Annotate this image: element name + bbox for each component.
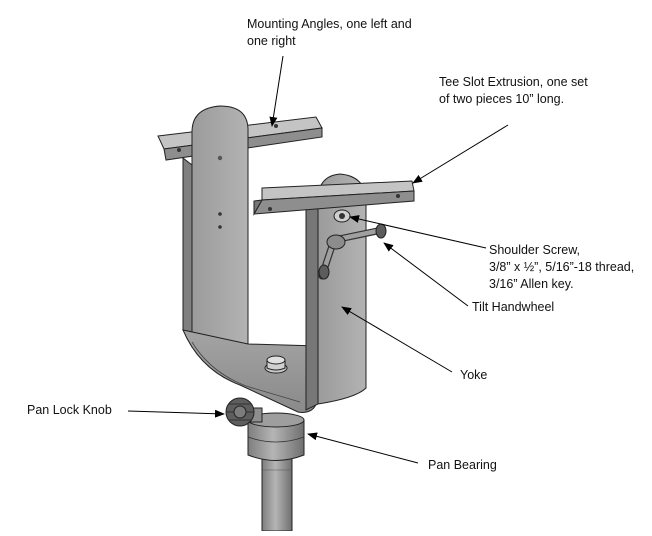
label-pan-lock-knob-line-1: Pan Lock Knob bbox=[27, 403, 112, 417]
leader-tilt-handwheel bbox=[383, 242, 469, 307]
label-tee-slot-extrusion: Tee Slot Extrusion, one set of two piece… bbox=[439, 74, 588, 108]
label-tee-slot-line-1: Tee Slot Extrusion, one set bbox=[439, 75, 588, 89]
label-mounting-angles-line-1: Mounting Angles, one left and bbox=[247, 17, 412, 31]
label-tilt-handwheel: Tilt Handwheel bbox=[472, 299, 554, 316]
label-mounting-angles-line-2: one right bbox=[247, 34, 296, 48]
shoulder-screw bbox=[333, 209, 351, 223]
right-mounting-angle bbox=[253, 180, 415, 216]
pan-lock-knob bbox=[225, 397, 263, 427]
tilt-handwheel bbox=[318, 223, 387, 280]
leader-yoke bbox=[341, 306, 453, 373]
label-yoke: Yoke bbox=[460, 367, 487, 384]
label-pan-lock-knob: Pan Lock Knob bbox=[27, 402, 112, 419]
label-shoulder-screw-line-2: 3/8” x ½”, 5/16”-18 thread, bbox=[489, 260, 635, 274]
leader-pan-bearing bbox=[307, 432, 419, 464]
leader-lines bbox=[127, 55, 509, 464]
label-shoulder-screw-line-1: Shoulder Screw, bbox=[489, 243, 581, 257]
label-mounting-angles: Mounting Angles, one left and one right bbox=[247, 16, 412, 50]
label-pan-bearing: Pan Bearing bbox=[428, 457, 497, 474]
leader-tee-slot bbox=[412, 124, 509, 184]
leader-pan-lock-knob bbox=[127, 409, 225, 418]
label-yoke-line-1: Yoke bbox=[460, 368, 488, 382]
pan-shaft bbox=[261, 451, 293, 532]
label-tilt-handwheel-line-1: Tilt Handwheel bbox=[472, 300, 555, 314]
label-tee-slot-line-2: of two pieces 10” long. bbox=[439, 92, 565, 106]
leader-mounting-angles bbox=[269, 55, 284, 127]
label-shoulder-screw-line-3: 3/16” Allen key. bbox=[489, 277, 574, 291]
label-pan-bearing-line-1: Pan Bearing bbox=[428, 458, 497, 472]
label-shoulder-screw: Shoulder Screw, 3/8” x ½”, 5/16”-18 thre… bbox=[489, 242, 634, 293]
leader-shoulder-screw bbox=[349, 215, 487, 249]
yoke bbox=[182, 105, 367, 413]
